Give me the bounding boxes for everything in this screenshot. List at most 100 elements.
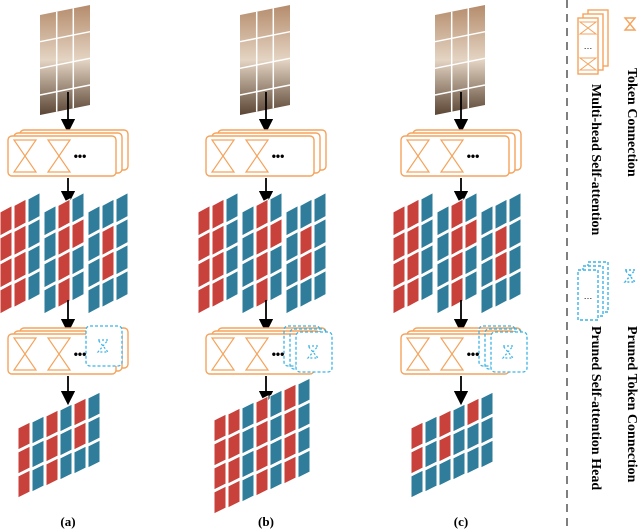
panel-label-b: (b): [258, 514, 274, 529]
token-patch: [283, 431, 297, 461]
token-patch: [115, 191, 129, 224]
token-patch: [31, 463, 45, 493]
token-patch: [480, 282, 494, 315]
token-patch: [436, 256, 450, 289]
token-patch: [285, 256, 299, 289]
svg-text:•••: •••: [467, 149, 480, 163]
token-patch: [410, 445, 424, 475]
input-image-a: [39, 5, 91, 115]
token-patch: [424, 439, 438, 469]
token-patch: [494, 198, 508, 231]
input-image-b: [239, 5, 291, 115]
legend-token-connection: Token Connection: [624, 68, 639, 177]
token-patch: [452, 451, 466, 481]
token-patch: [269, 461, 283, 491]
token-patch: [57, 250, 71, 283]
token-patch: [494, 250, 508, 283]
token-patch: [59, 427, 73, 457]
output-tokens-c: [410, 391, 494, 499]
token-patch: [241, 256, 255, 289]
token-patch: [241, 473, 255, 503]
token-patch: [313, 217, 327, 250]
token-patch: [406, 224, 420, 257]
token-patch: [410, 421, 424, 451]
token-patch: [241, 425, 255, 455]
input-image-c: [434, 5, 486, 115]
token-patch: [494, 276, 508, 309]
legend-multi-head-self-attention: Multi-head Self-attention: [588, 84, 603, 235]
attention-map-c-3: [480, 191, 522, 315]
token-patch: [436, 230, 450, 263]
token-patch: [255, 224, 269, 257]
attention-map-a-1: [0, 191, 41, 315]
token-patch: [211, 250, 225, 283]
svg-text:…: …: [584, 41, 593, 51]
token-patch: [392, 256, 406, 289]
svg-text:…: …: [584, 291, 593, 301]
attention-map-c-2: [436, 191, 478, 315]
attention-map-b-2: [241, 191, 283, 315]
token-patch: [464, 243, 478, 276]
token-patch: [283, 383, 297, 413]
token-patch: [57, 224, 71, 257]
token-patch: [297, 425, 311, 455]
token-patch: [420, 243, 434, 276]
token-patch: [438, 409, 452, 439]
token-patch: [297, 449, 311, 479]
token-patch: [420, 191, 434, 224]
token-patch: [480, 391, 494, 421]
token-patch: [464, 191, 478, 224]
token-patch: [73, 397, 87, 427]
token-patch: [59, 403, 73, 433]
token-patch: [59, 451, 73, 481]
token-patch: [197, 230, 211, 263]
token-patch: [255, 198, 269, 231]
token-patch: [213, 461, 227, 491]
attention-block-1-a: •••: [7, 129, 129, 177]
token-patch: [115, 217, 129, 250]
token-patch: [227, 431, 241, 461]
token-patch: [480, 256, 494, 289]
token-patch: [87, 415, 101, 445]
token-patch: [13, 276, 27, 309]
token-patch: [299, 250, 313, 283]
token-patch: [115, 269, 129, 302]
token-patch: [269, 389, 283, 419]
token-patch: [0, 282, 13, 315]
token-patch: [87, 391, 101, 421]
token-patch: [43, 230, 57, 263]
token-patch: [211, 276, 225, 309]
token-patch: [43, 204, 57, 237]
token-patch: [255, 276, 269, 309]
token-patch: [13, 198, 27, 231]
token-patch: [27, 243, 41, 276]
token-patch: [197, 204, 211, 237]
token-patch: [406, 276, 420, 309]
pruned-head-icon: …: [577, 261, 609, 321]
token-patch: [213, 437, 227, 467]
token-patch: [269, 413, 283, 443]
token-patch: [299, 276, 313, 309]
token-patch: [43, 282, 57, 315]
token-patch: [392, 282, 406, 315]
token-patch: [225, 191, 239, 224]
token-patch: [225, 243, 239, 276]
token-patch: [436, 282, 450, 315]
multi-head-attention-icon: …: [577, 9, 609, 75]
token-patch: [87, 439, 101, 469]
token-patch: [13, 250, 27, 283]
token-patch: [225, 269, 239, 302]
token-patch: [255, 395, 269, 425]
token-patch: [87, 282, 101, 315]
token-patch: [464, 269, 478, 302]
token-patch: [101, 224, 115, 257]
legend-pruned-token-connection: Pruned Token Connection: [624, 326, 639, 483]
token-patch: [71, 191, 85, 224]
token-patch: [480, 230, 494, 263]
svg-text:•••: •••: [272, 149, 285, 163]
token-patch: [71, 217, 85, 250]
token-patch: [255, 419, 269, 449]
attention-map-a-2: [43, 191, 85, 315]
token-patch: [45, 457, 59, 487]
